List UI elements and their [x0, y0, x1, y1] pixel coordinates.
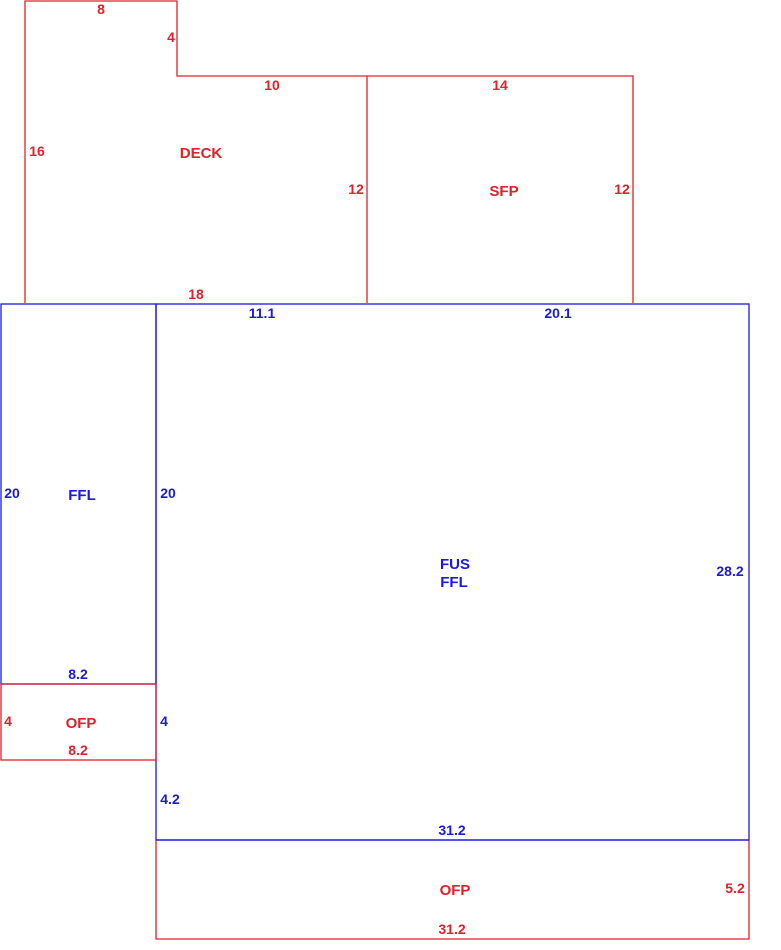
dim-ffl-left-side: 20 [4, 485, 20, 501]
dim-ofp-bottom-bottom: 31.2 [438, 921, 465, 937]
dim-main-bottom: 31.2 [438, 822, 465, 838]
ofp-small-label: OFP [66, 715, 97, 732]
dim-deck-left: 16 [29, 143, 45, 159]
dim-main-left-low: 4.2 [160, 791, 180, 807]
dim-ofp-small-left: 4 [4, 713, 12, 729]
fus-ffl-label: FFL [440, 574, 468, 591]
sfp-outline [367, 75, 634, 303]
dim-ffl-right-side: 20 [160, 485, 176, 501]
deck-label: DECK [180, 145, 223, 162]
dim-deck-top: 8 [97, 1, 105, 17]
dim-deck-right: 12 [348, 181, 364, 197]
dim-main-right: 28.2 [716, 563, 743, 579]
dim-sfp-right: 12 [614, 181, 630, 197]
dim-deck-notch-vertical: 4 [167, 29, 175, 45]
dim-sfp-top: 14 [492, 77, 508, 93]
dim-ofp-small-bottom: 8.2 [68, 742, 88, 758]
deck-outline [24, 0, 368, 303]
dim-ofp-bottom-right: 5.2 [725, 880, 745, 896]
fus-label: FUS [440, 556, 470, 573]
dim-deck-upper-run: 10 [264, 77, 280, 93]
ofp-bottom-outline [155, 840, 750, 940]
dim-deck-bottom: 18 [188, 286, 204, 302]
sfp-label: SFP [489, 183, 518, 200]
ffl-left-label: FFL [68, 487, 96, 504]
dim-main-left-mid: 4 [160, 713, 168, 729]
ofp-bottom-label: OFP [440, 882, 471, 899]
dim-main-top-right: 20.1 [544, 305, 571, 321]
dim-ffl-bottom: 8.2 [68, 666, 88, 682]
ofp-small-outline [0, 683, 157, 761]
dim-main-top-left: 11.1 [249, 305, 276, 321]
